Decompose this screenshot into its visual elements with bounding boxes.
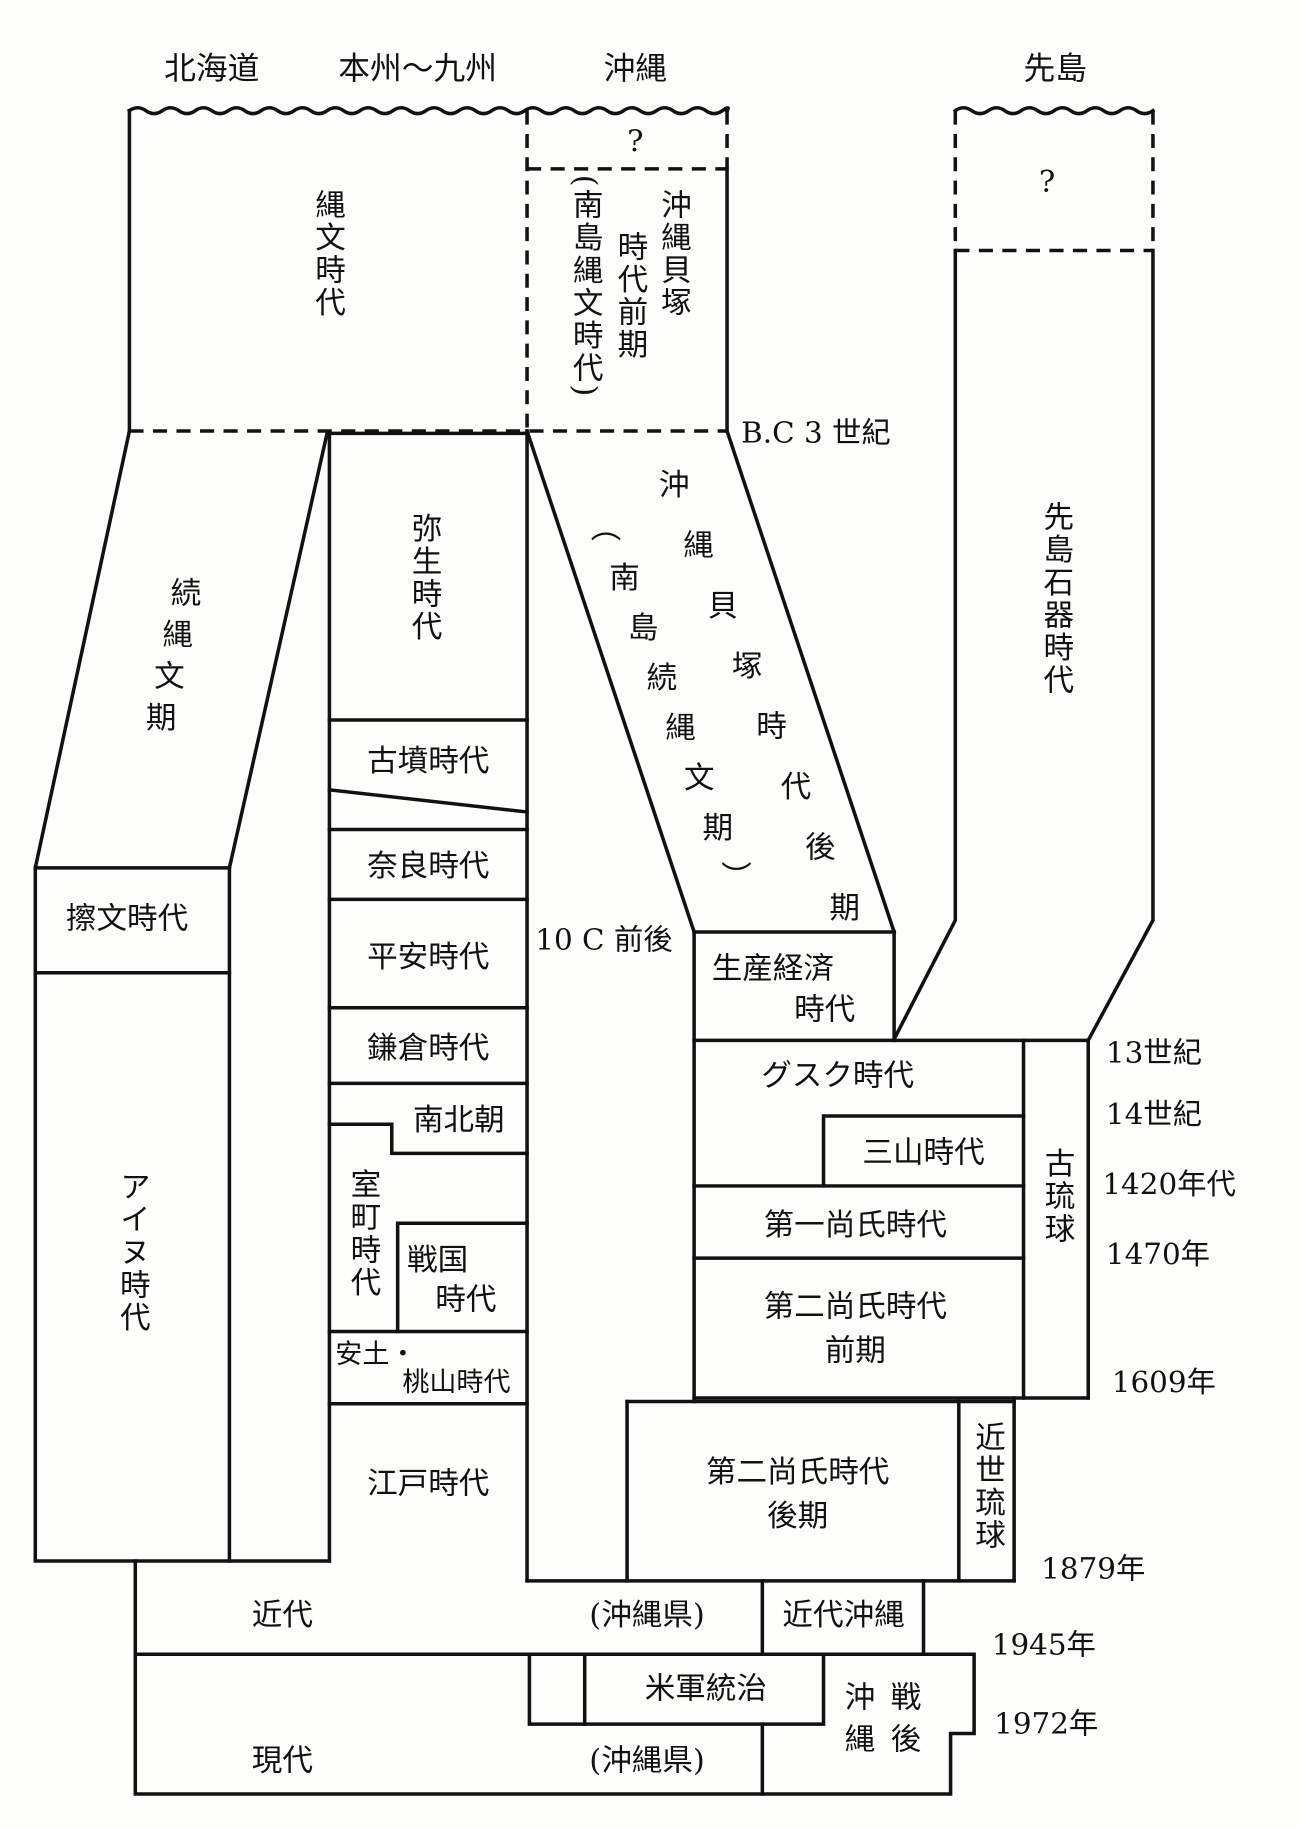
- label-character: 貝: [708, 589, 739, 624]
- wavy-top-edge-sakishima: [952, 106, 1156, 116]
- label-kofun: 古墳時代: [367, 744, 489, 779]
- label-character: 縄: [665, 711, 696, 746]
- label-character: 塚: [732, 649, 763, 684]
- label-character: 南: [609, 561, 640, 596]
- label-first-sho: 第一尚氏時代: [764, 1208, 947, 1243]
- label-nanto-zoku-jomon: ︵南島続縄文期︶: [591, 511, 752, 895]
- label-kinsei-ryukyu: 近世琉球: [969, 1421, 1004, 1552]
- label-sengoku-1: 戦国: [407, 1243, 468, 1278]
- label-nanbokucho: 南北朝: [413, 1103, 505, 1138]
- date-14th-century: 14世紀: [1106, 1097, 1202, 1131]
- label-production-economy-2: 時代: [794, 992, 855, 1027]
- label-okinawa-unknown: ?: [627, 125, 643, 160]
- label-second-sho-late-2: 後期: [767, 1499, 828, 1534]
- label-character: ︶: [721, 861, 752, 896]
- label-ko-ryukyu: 古琉球: [1039, 1147, 1074, 1245]
- label-heian: 平安時代: [367, 940, 489, 975]
- wavy-top-edge: [126, 106, 730, 116]
- label-gendai-okinawa-pref: (沖縄県): [589, 1744, 705, 1779]
- structure-lines: [33, 108, 1155, 1796]
- label-character: 期: [703, 811, 734, 846]
- label-kindai-okinawa: 近代沖縄: [782, 1598, 904, 1633]
- label-character: 縄: [683, 529, 714, 564]
- label-character: 代: [781, 770, 812, 805]
- label-okinawa-late: 沖縄貝塚時代後期: [659, 468, 860, 926]
- label-character: 続: [171, 577, 202, 612]
- label-okinawa-early: 沖縄貝塚: [655, 189, 690, 320]
- label-second-sho-early-2: 前期: [825, 1334, 886, 1369]
- label-sakishima-unknown: ?: [1039, 165, 1055, 200]
- label-us-rule: 米軍統治: [645, 1672, 767, 1707]
- label-sakishima-stone-age: 先島石器時代: [1038, 501, 1074, 697]
- label-sengoku-2: 時代: [435, 1283, 496, 1318]
- label-character: 期: [829, 891, 860, 926]
- date-1470: 1470年: [1106, 1237, 1210, 1271]
- label-character: 島: [628, 611, 659, 646]
- label-kindai-okinawa-pref: (沖縄県): [589, 1598, 705, 1633]
- label-kamakura: 鎌倉時代: [367, 1031, 489, 1066]
- date-1609: 1609年: [1112, 1365, 1216, 1399]
- label-sanzan: 三山時代: [862, 1136, 984, 1171]
- date-1879: 1879年: [1041, 1552, 1145, 1586]
- label-kindai: 近代: [252, 1598, 313, 1633]
- label-edo: 江戸時代: [367, 1467, 489, 1502]
- label-okinawa-postwar-2: 戦後: [885, 1681, 920, 1765]
- header-okinawa: 沖縄: [604, 51, 668, 87]
- date-10th-century: 10 C 前後: [535, 923, 672, 957]
- header-hokkaido: 北海道: [164, 51, 259, 87]
- date-bc-3rd-century: B.C 3 世紀: [741, 416, 891, 450]
- label-production-economy: 生産経済: [712, 952, 834, 987]
- label-gusuku: グスク時代: [761, 1059, 914, 1094]
- label-nara: 奈良時代: [367, 849, 489, 884]
- label-yayoi: 弥生時代: [406, 512, 442, 643]
- label-character: 続: [647, 661, 678, 696]
- label-okinawa-early-2: 時代前期: [612, 231, 648, 361]
- label-character: 沖: [659, 468, 690, 503]
- label-ainu: アイヌ時代: [114, 1171, 150, 1334]
- header-honshu-kyushu: 本州～九州: [338, 51, 497, 87]
- label-character: 文: [154, 660, 185, 695]
- label-character: 後: [805, 831, 836, 866]
- label-nanto-jomon: (南島縄文時代): [567, 175, 603, 399]
- label-character: 縄: [162, 618, 193, 653]
- label-second-sho-early: 第二尚氏時代: [764, 1290, 947, 1325]
- label-gendai: 現代: [252, 1744, 313, 1779]
- label-character: ︵: [591, 511, 622, 546]
- label-azuchi: 安土・: [335, 1339, 416, 1370]
- label-second-sho-late: 第二尚氏時代: [706, 1455, 889, 1490]
- label-zoku-jomon: 続縄文期: [146, 577, 201, 736]
- label-muromachi: 室町時代: [345, 1168, 381, 1299]
- date-1972: 1972年: [994, 1707, 1098, 1741]
- date-13th-century: 13世紀: [1106, 1036, 1202, 1070]
- label-character: 文: [684, 761, 715, 796]
- label-satsumon: 擦文時代: [66, 902, 188, 937]
- header-sakishima: 先島: [1024, 51, 1088, 87]
- date-1945: 1945年: [992, 1627, 1096, 1661]
- label-character: 期: [146, 701, 177, 736]
- label-momoyama: 桃山時代: [402, 1367, 510, 1398]
- label-okinawa-postwar-1: 沖縄: [839, 1681, 874, 1765]
- label-character: 時: [756, 710, 787, 745]
- date-1420s: 1420年代: [1102, 1167, 1236, 1201]
- label-jomon: 縄文時代: [309, 189, 345, 320]
